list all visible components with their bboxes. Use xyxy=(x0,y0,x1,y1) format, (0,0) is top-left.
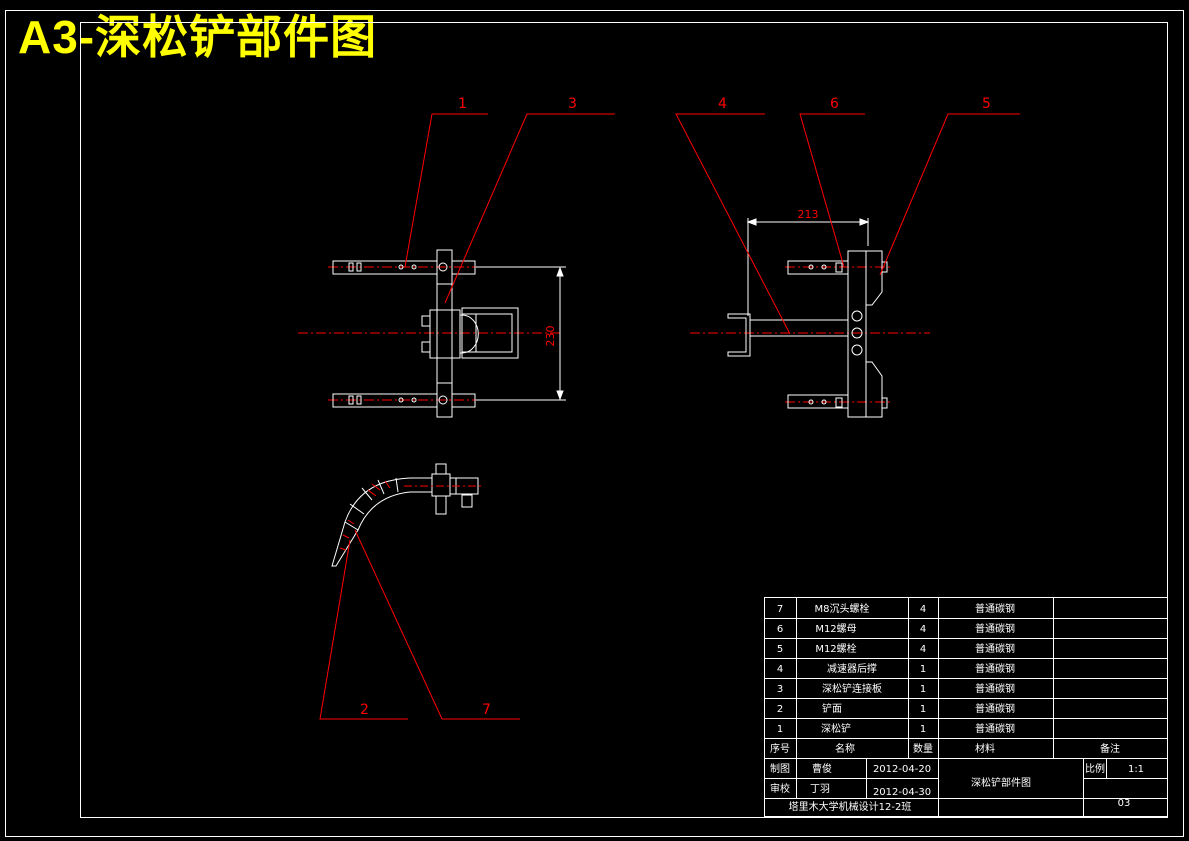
bom-rows: 7 M8沉头螺栓 4 普通碳钢 6 M12螺母 4 普通碳钢 5 M12螺栓 4… xyxy=(770,602,1120,755)
bom-name: 减速器后撑 xyxy=(827,662,877,675)
bom-table xyxy=(764,597,1168,817)
bom-row: 7 M8沉头螺栓 4 普通碳钢 xyxy=(777,602,1015,615)
bom-material: 普通碳钢 xyxy=(975,702,1015,715)
balloon-3: 3 xyxy=(568,96,577,112)
balloon-6: 6 xyxy=(830,96,839,112)
bom-material: 普通碳钢 xyxy=(975,662,1015,675)
balloon-7: 7 xyxy=(482,702,491,718)
bom-name: 深松铲连接板 xyxy=(822,682,882,695)
bom-material: 普通碳钢 xyxy=(975,722,1015,735)
bom-row: 1 深松铲 1 普通碳钢 xyxy=(777,722,1015,735)
scale-value: 1:1 xyxy=(1128,764,1144,775)
bom-qty: 1 xyxy=(920,684,926,695)
balloon-4: 4 xyxy=(718,96,727,112)
bom-name: M12螺栓 xyxy=(815,642,856,655)
side-view xyxy=(690,218,930,418)
inner-border xyxy=(80,22,1168,818)
bom-row: 5 M12螺栓 4 普通碳钢 xyxy=(777,642,1015,655)
bom-no: 5 xyxy=(777,644,783,655)
checked-name: 丁羽 xyxy=(810,783,830,795)
school-name: 塔里木大学机械设计12-2班 xyxy=(789,800,912,813)
bom-qty: 1 xyxy=(920,704,926,715)
bom-header-name: 名称 xyxy=(835,742,855,755)
bom-qty: 1 xyxy=(920,724,926,735)
title-block: 制图 曹俊 2012-04-20 审校 丁羽 2012-04-30 深松铲部件图… xyxy=(770,762,1144,813)
bom-no: 1 xyxy=(777,724,783,735)
bom-qty: 4 xyxy=(920,644,926,655)
bom-no: 4 xyxy=(777,664,783,675)
bom-material: 普通碳钢 xyxy=(975,622,1015,635)
outer-border xyxy=(5,10,1184,837)
bom-row: 4 减速器后撑 1 普通碳钢 xyxy=(777,662,1015,675)
bom-row: 6 M12螺母 4 普通碳钢 xyxy=(777,622,1015,635)
balloon-2: 2 xyxy=(360,702,369,718)
bom-qty: 4 xyxy=(920,604,926,615)
drawing-title: A3-深松铲部件图 xyxy=(18,11,378,63)
balloon-5: 5 xyxy=(982,96,991,112)
bom-name: M8沉头螺栓 xyxy=(815,602,870,615)
dimension-width: 213 xyxy=(798,208,819,221)
drawn-date: 2012-04-20 xyxy=(873,764,931,775)
bom-no: 2 xyxy=(777,704,783,715)
top-view xyxy=(298,249,566,418)
bom-qty: 1 xyxy=(920,664,926,675)
bom-material: 普通碳钢 xyxy=(975,602,1015,615)
bom-row: 3 深松铲连接板 1 普通碳钢 xyxy=(777,682,1015,695)
scale-label: 比例 xyxy=(1085,762,1105,775)
shank-view xyxy=(331,463,484,567)
bom-name: 深松铲 xyxy=(821,722,851,735)
bom-header-no: 序号 xyxy=(770,742,790,755)
sheet-number: 03 xyxy=(1118,798,1131,809)
drawn-name: 曹俊 xyxy=(812,762,832,775)
bom-header-note: 备注 xyxy=(1100,742,1120,755)
bom-material: 普通碳钢 xyxy=(975,642,1015,655)
bom-name: M12螺母 xyxy=(815,623,856,635)
bom-name: 铲面 xyxy=(822,703,842,715)
balloon-1: 1 xyxy=(458,96,467,112)
bom-material: 普通碳钢 xyxy=(975,682,1015,695)
leader-lines xyxy=(319,113,1020,720)
bom-header-qty: 数量 xyxy=(913,742,933,755)
checked-date: 2012-04-30 xyxy=(873,787,931,798)
bom-qty: 4 xyxy=(920,624,926,635)
checked-label: 审校 xyxy=(770,782,790,795)
drawn-label: 制图 xyxy=(770,762,790,775)
bom-header: 序号 名称 数量 材料 备注 xyxy=(770,742,1120,755)
bom-no: 3 xyxy=(777,684,783,695)
bom-no: 7 xyxy=(777,604,783,615)
bom-header-material: 材料 xyxy=(975,742,995,755)
drawing-name: 深松铲部件图 xyxy=(971,776,1031,789)
bom-no: 6 xyxy=(777,624,783,635)
bom-row: 2 铲面 1 普通碳钢 xyxy=(777,702,1015,715)
dimension-height: 230 xyxy=(544,326,557,347)
